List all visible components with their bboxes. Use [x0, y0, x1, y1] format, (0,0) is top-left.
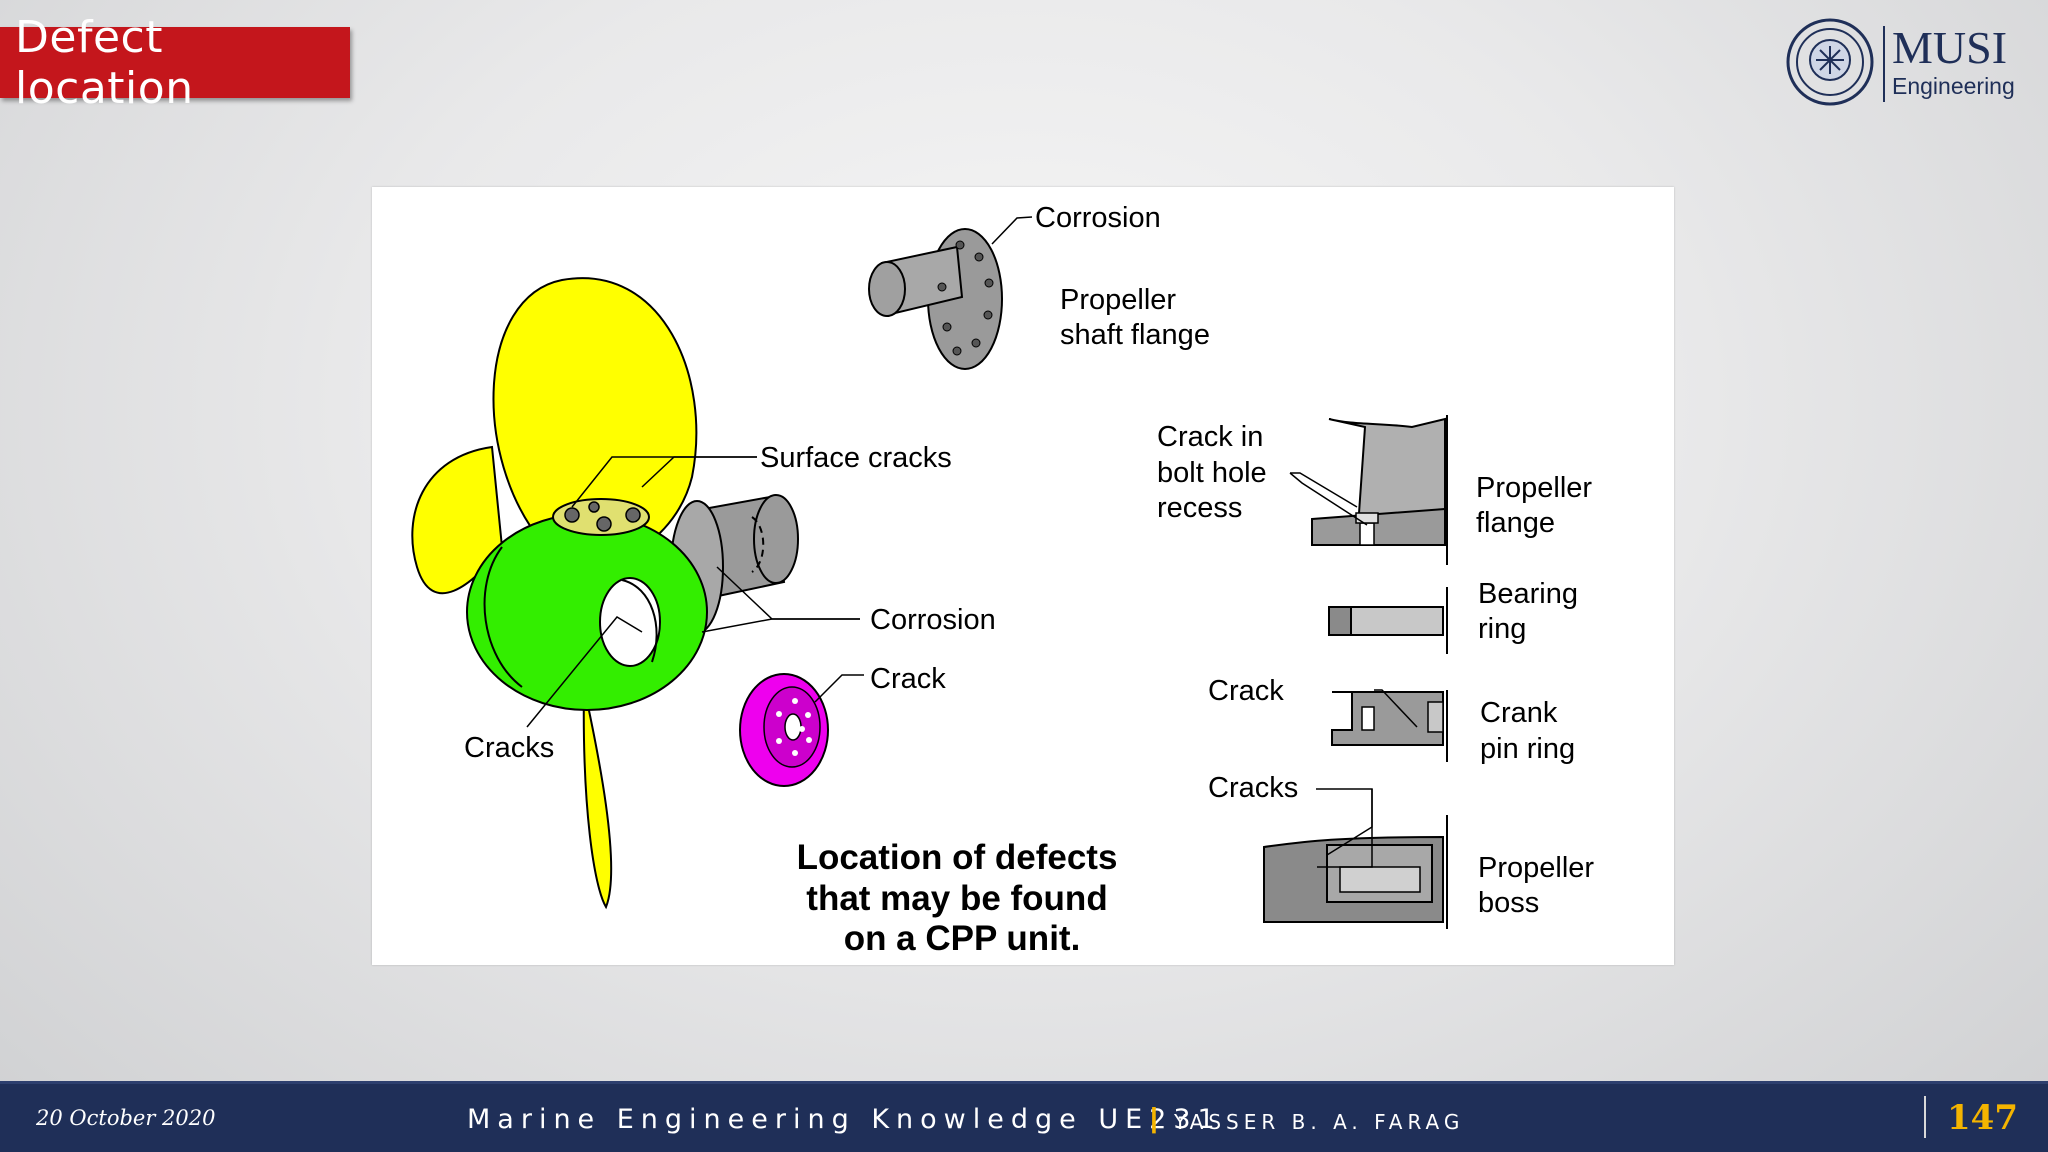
- footer-separator: |: [1150, 1102, 1158, 1133]
- label-cracks-left: Cracks: [464, 732, 554, 764]
- logo-name: MUSI: [1892, 22, 2007, 73]
- label-corrosion-mid: Corrosion: [870, 604, 996, 636]
- label-crack-right: Crack: [1208, 675, 1284, 707]
- label-crack-hub: Crack: [870, 663, 946, 695]
- musi-logo: MUSI Engineering: [1786, 18, 2015, 106]
- section-bearing-ring: [1328, 587, 1448, 654]
- label-propeller-boss-2: boss: [1478, 887, 1539, 919]
- label-crack-in-bolt-1: Crack in: [1157, 421, 1263, 453]
- caption-line-2: that may be found: [806, 879, 1107, 918]
- footer-bar: 20 October 2020 Marine Engineering Knowl…: [0, 1081, 2048, 1152]
- label-surface-cracks: Surface cracks: [760, 442, 952, 474]
- section-propeller-boss: [1263, 815, 1448, 929]
- label-bearing-ring-2: ring: [1478, 613, 1526, 645]
- leader-lines: [526, 216, 1418, 868]
- footer-divider: [1924, 1096, 1926, 1138]
- logo-sub: Engineering: [1892, 73, 2015, 99]
- caption-line-1: Location of defects: [797, 838, 1118, 877]
- footer-author: YASSER B. A. FARAG: [1174, 1110, 1465, 1134]
- cpp-diagram: Corrosion Propeller shaft flange Surface…: [411, 202, 1594, 958]
- label-propeller-flange-1: Propeller: [1476, 472, 1592, 504]
- label-crack-in-bolt-3: recess: [1157, 492, 1242, 524]
- footer-course: Marine Engineering Knowledge UE231: [467, 1104, 1222, 1135]
- footer-date: 20 October 2020: [36, 1106, 216, 1130]
- label-shaft-flange-1: Propeller: [1060, 284, 1176, 316]
- label-cracks-right: Cracks: [1208, 772, 1298, 804]
- section-propeller-flange: [1311, 415, 1448, 565]
- propeller-illustration: [411, 277, 829, 910]
- section-crank-pin-ring: [1331, 690, 1448, 762]
- label-corrosion-top: Corrosion: [1035, 202, 1161, 234]
- label-propeller-flange-2: flange: [1476, 507, 1555, 539]
- seal-icon: [1786, 18, 1874, 106]
- label-bearing-ring-1: Bearing: [1478, 578, 1578, 610]
- label-shaft-flange-2: shaft flange: [1060, 319, 1210, 351]
- label-crank-pin-ring-1: Crank: [1480, 697, 1558, 729]
- slide-title-box: Defect location: [0, 12, 350, 114]
- page-number: 147: [1947, 1098, 2018, 1138]
- label-crank-pin-ring-2: pin ring: [1480, 733, 1575, 765]
- label-crack-in-bolt-2: bolt hole: [1157, 457, 1267, 489]
- slide-title: Defect location: [15, 11, 194, 114]
- label-propeller-boss-1: Propeller: [1478, 852, 1594, 884]
- caption-line-3: on a CPP unit.: [844, 919, 1081, 958]
- cpp-defects-figure: Corrosion Propeller shaft flange Surface…: [372, 187, 1674, 965]
